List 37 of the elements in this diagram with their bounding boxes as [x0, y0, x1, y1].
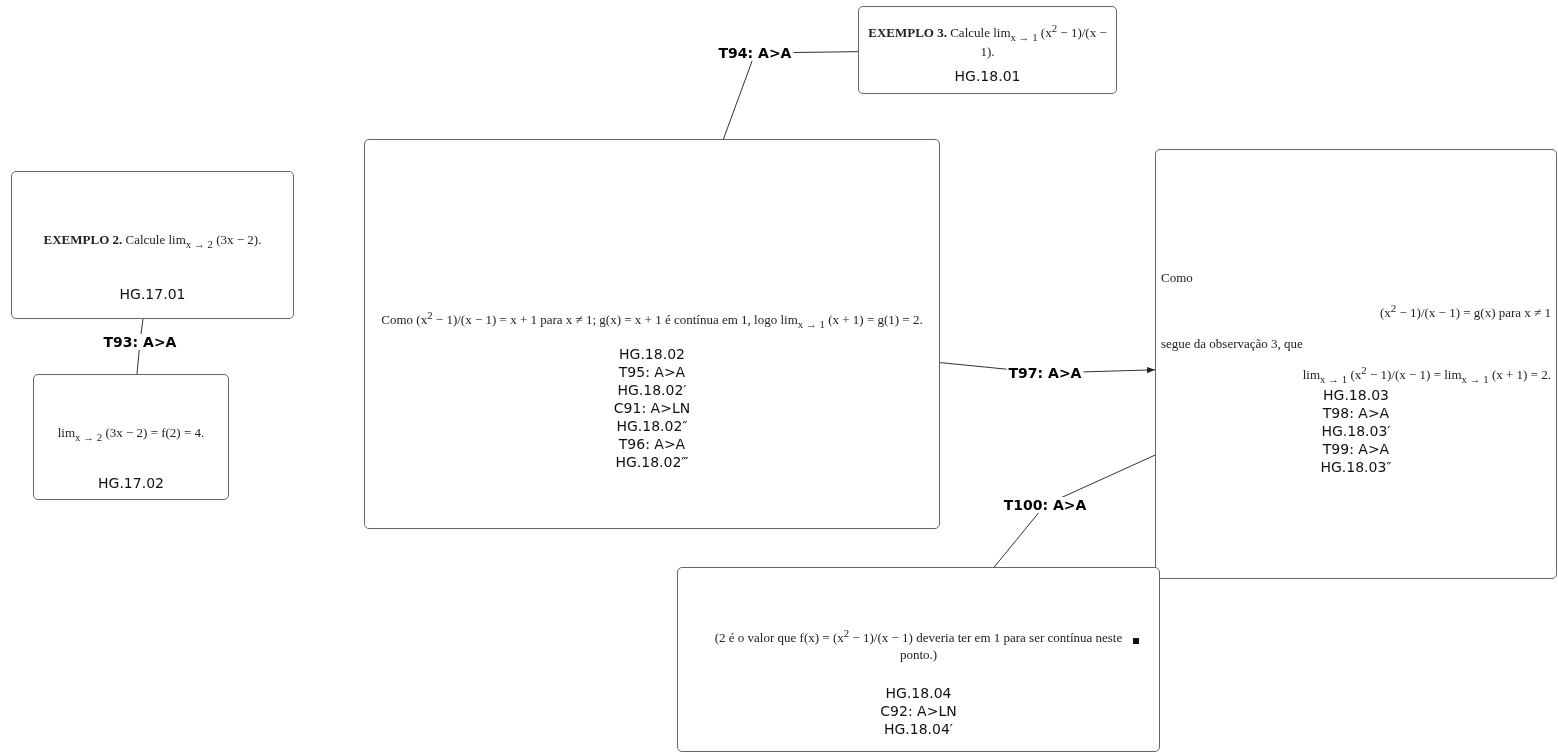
- step-code: HG.18.02″: [616, 417, 688, 435]
- text-card: [1155, 149, 1557, 579]
- step-code: HG.18.03: [1323, 386, 1389, 404]
- formula-text: Como (x$^{2}$ − 1)/(x − 1) = x + 1 para x ≠ 1; g(x) = x + 1 é contínua em 1, logo lim$_{x → 1}$ (x + 1) = g(1) = 2.: [380, 308, 924, 331]
- text-card: [11, 171, 294, 319]
- step-code: HG.18.03″: [1320, 458, 1392, 476]
- formula-text: EXEMPLO 3. Calcule lim$_{x → 1}$ (x$^{2}$ − 1)/(x − 1).: [867, 21, 1108, 61]
- step-code: HG.18.01: [954, 66, 1021, 85]
- text-card: [858, 6, 1117, 94]
- edge-label: T94: A>A: [716, 45, 794, 61]
- step-code: T99: A>A: [1322, 440, 1390, 458]
- edge-label: T97: A>A: [1006, 365, 1084, 381]
- formula-text: segue da observação 3, que: [1161, 336, 1304, 353]
- step-code: T96: A>A: [618, 435, 686, 453]
- step-code: HG.17.01: [119, 284, 186, 303]
- edge-label: T100: A>A: [1001, 497, 1089, 513]
- step-code: HG.18.02: [619, 345, 685, 363]
- text-card: [33, 374, 229, 500]
- step-code: T95: A>A: [618, 363, 686, 381]
- step-code: HG.17.02: [98, 473, 164, 492]
- formula-text: Como: [1161, 270, 1194, 287]
- step-code: HG.18.02′: [617, 381, 687, 399]
- step-code: T98: A>A: [1322, 404, 1390, 422]
- step-code: HG.18.03′: [1321, 422, 1391, 440]
- step-code: C92: A>LN: [880, 702, 957, 721]
- step-code: HG.18.04: [885, 684, 952, 703]
- text-card: [364, 139, 940, 529]
- formula-text: (2 é o valor que f(x) = (x$^{2}$ − 1)/(x − 1) deveria ter em 1 para ser contínua neste ponto.): [713, 626, 1124, 665]
- step-code: HG.18.04′: [883, 720, 954, 739]
- formula-text: EXEMPLO 2. Calcule lim$_{x → 2}$ (3x − 2).: [42, 232, 263, 251]
- step-code: C91: A>LN: [613, 399, 691, 417]
- formula-text: lim$_{x → 1}$ (x$^{2}$ − 1)/(x − 1) = lim$_{x → 1}$ (x + 1) = 2.: [1301, 363, 1551, 386]
- formula-text: (x$^{2}$ − 1)/(x − 1) = g(x) para x ≠ 1: [1378, 300, 1551, 323]
- edge-label: T93: A>A: [101, 334, 179, 350]
- step-code: HG.18.02‴: [615, 453, 689, 471]
- text-card: [677, 567, 1160, 752]
- formula-text: lim$_{x → 2}$ (3x − 2) = f(2) = 4.: [56, 425, 206, 444]
